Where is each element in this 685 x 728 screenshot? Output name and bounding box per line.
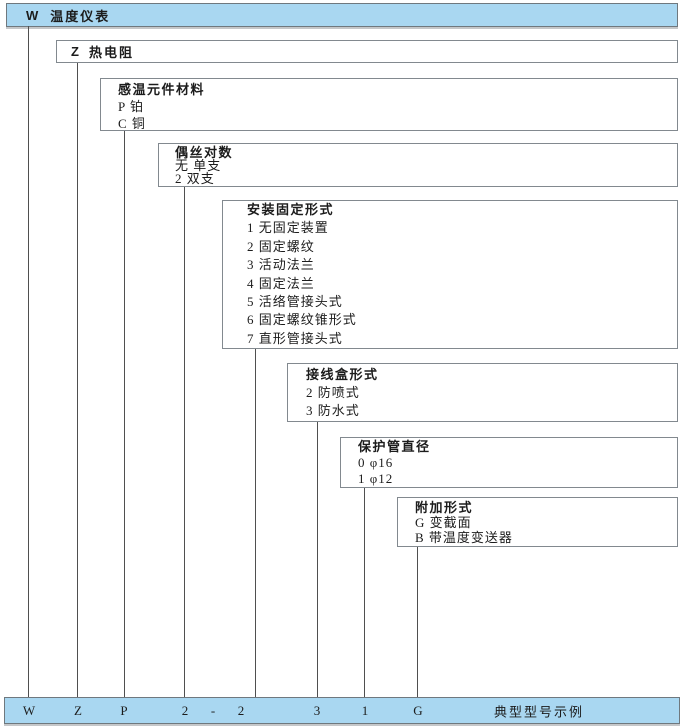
box-junction-box-form: 接线盒形式 2 防喷式 3 防水式 [287, 363, 678, 422]
mounting-form-option: 1 无固定装置 [247, 220, 329, 236]
mounting-form-option: 2 固定螺纹 [247, 238, 315, 254]
series-code-bar: W 温度仪表 [6, 3, 678, 27]
mounting-form-option: 7 直形管接头式 [247, 330, 343, 346]
example-code-mount: 2 [237, 702, 245, 718]
series-code: W [26, 7, 39, 23]
junction-box-form-option: 3 防水式 [306, 403, 360, 418]
box-sensor-type: Z 热电阻 [56, 40, 678, 63]
wire-pairs-option: 2 双支 [175, 171, 215, 186]
example-model-bar: W Z P 2 - 2 3 1 G 典型型号示例 [4, 697, 680, 724]
connector-line-wire-pairs [184, 187, 185, 697]
mounting-form-option: 3 活动法兰 [247, 257, 315, 273]
junction-box-form-option: 2 防喷式 [306, 385, 360, 400]
junction-box-form-title: 接线盒形式 [306, 367, 379, 382]
additional-form-option: B 带温度变送器 [415, 530, 513, 545]
additional-form-title: 附加形式 [415, 500, 474, 515]
example-code-additional: G [413, 702, 423, 718]
connector-line-material [124, 131, 125, 697]
element-material-title: 感温元件材料 [118, 82, 206, 97]
protection-tube-diameter-title: 保护管直径 [358, 439, 431, 454]
series-label: 温度仪表 [50, 8, 111, 24]
connector-line-junction-box [317, 422, 318, 697]
example-code-tube: 1 [361, 702, 369, 718]
connector-line-mounting [255, 349, 256, 697]
example-code-pairs: 2 [181, 702, 189, 718]
mounting-form-option: 6 固定螺纹锥形式 [247, 312, 357, 328]
connector-line-sensor-type [77, 63, 78, 697]
example-code-dash: - [210, 702, 216, 718]
sensor-type-code: Z [71, 44, 79, 59]
sensor-type-label: 热电阻 [88, 45, 134, 60]
example-code-p: P [120, 702, 128, 718]
protection-tube-diameter-option: 0 φ16 [358, 455, 394, 470]
connector-line-tube-diameter [364, 488, 365, 697]
wire-pairs-option: 无 单支 [175, 158, 222, 173]
example-model-caption: 典型型号示例 [493, 704, 585, 719]
mounting-form-option: 5 活络管接头式 [247, 294, 343, 310]
wire-pairs-title: 偶丝对数 [175, 145, 234, 160]
element-material-option: P 铂 [118, 99, 144, 114]
connector-line-series [28, 26, 29, 697]
additional-form-option: G 变截面 [415, 515, 472, 530]
connector-line-additional [417, 547, 418, 697]
box-element-material: 感温元件材料 P 铂 C 铜 [100, 78, 678, 131]
box-protection-tube-diameter: 保护管直径 0 φ16 1 φ12 [340, 437, 678, 488]
element-material-option: C 铜 [118, 116, 146, 131]
box-additional-form: 附加形式 G 变截面 B 带温度变送器 [397, 497, 678, 547]
mounting-form-title: 安装固定形式 [247, 202, 335, 217]
mounting-form-option: 4 固定法兰 [247, 275, 315, 291]
example-code-w: W [22, 702, 36, 718]
protection-tube-diameter-option: 1 φ12 [358, 471, 394, 486]
example-code-junction: 3 [313, 702, 321, 718]
box-wire-pairs: 偶丝对数 无 单支 2 双支 [158, 143, 678, 187]
box-mounting-form: 安装固定形式 1 无固定装置 2 固定螺纹 3 活动法兰 4 固定法兰 5 活络… [222, 200, 678, 349]
example-code-z: Z [74, 702, 82, 718]
